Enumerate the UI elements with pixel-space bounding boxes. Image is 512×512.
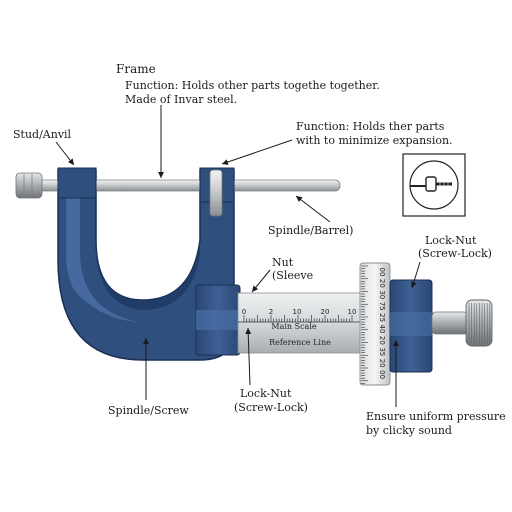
scale-number: 2 [269, 308, 273, 316]
main-scale-numbers: 0 2 10 20 10 [242, 308, 357, 316]
sleeve [237, 292, 365, 354]
thimble-number: 30 [378, 290, 386, 299]
knurl-pattern [468, 303, 491, 343]
ratchet-knob [465, 299, 493, 347]
function2-line2: with to minimize expansion. [296, 134, 453, 147]
main-scale-ticks [243, 315, 353, 322]
ratchet-shaft [431, 311, 469, 335]
anvil-stud [15, 172, 43, 199]
scale-number: 10 [293, 308, 302, 316]
lock-nut-bottom-line2: (Screw-Lock) [234, 401, 308, 414]
thimble-number: 00 [378, 370, 386, 379]
thimble-number: 75 [378, 302, 386, 311]
thimble-ticks [361, 265, 368, 384]
function2-line1: Function: Holds ther parts [296, 120, 445, 133]
lock-nut-top-line2: (Screw-Lock) [418, 247, 492, 260]
thimble-number: 35 [378, 347, 386, 356]
ensure-pressure-line2: by clicky sound [366, 424, 452, 437]
leader-lines [55, 105, 421, 407]
spindle-screw-label: Spindle/Screw [108, 404, 189, 417]
thimble-number: 20 [378, 336, 386, 345]
lock-nut-top-line1: Lock-Nut [425, 234, 477, 247]
frame-highlight [66, 190, 140, 322]
scale-number: 0 [242, 308, 246, 316]
thimble-number: 20 [378, 359, 386, 368]
thimble-number: 20 [378, 279, 386, 288]
nut-label-line2: (Sleeve [272, 269, 314, 282]
frame-left-cap [57, 167, 97, 199]
nut-label-line1: Nut [272, 256, 294, 269]
thimble-number: 00 [378, 268, 386, 277]
frame-function-line1: Function: Holds other parts togethe toge… [125, 79, 380, 92]
stud-anvil-label: Stud/Anvil [13, 128, 72, 141]
frame-inner-shadow [96, 240, 200, 310]
thimble-numbers: 00 20 30 75 25 40 20 35 20 00 [378, 268, 386, 380]
ensure-pressure-line1: Ensure uniform pressure [366, 410, 506, 423]
frame-title: Frame [116, 62, 156, 76]
reference-line-label: Reference Line [269, 338, 331, 347]
scale-number: 20 [321, 308, 330, 316]
thimble-number: 25 [378, 313, 386, 322]
spindle-barrel-label: Spindle/Barrel) [268, 224, 354, 237]
frame-function-line2: Made of Invar steel. [125, 93, 238, 106]
thimble-number: 40 [378, 325, 386, 334]
scale-number: 10 [348, 308, 357, 316]
main-scale-label: Main Scale [271, 322, 317, 331]
lock-nut-bottom-line1: Lock-Nut [240, 387, 292, 400]
